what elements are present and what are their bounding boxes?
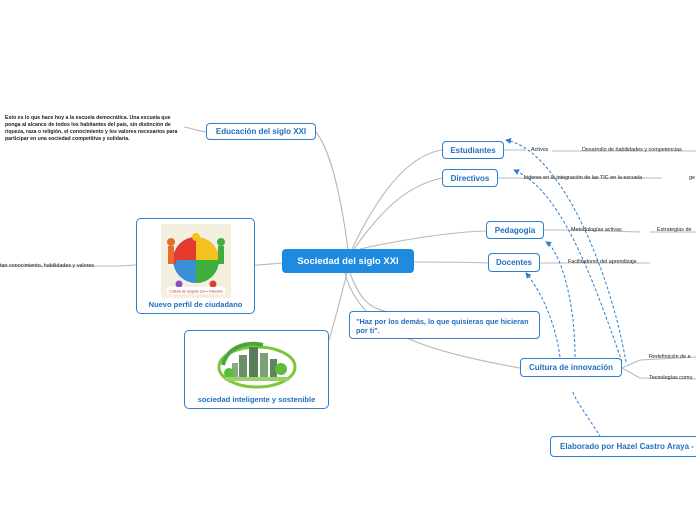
education-note: Esto es lo que hace hoy a la escuela dem… [5, 115, 178, 142]
label-facilitadores: Facilitadores del aprendizaje [568, 259, 637, 265]
label-desarrollo: Desarrollo de habilidades y competencias [582, 147, 682, 153]
central-topic[interactable]: Sociedad del siglo XXI [282, 249, 414, 273]
puzzle-people-image: Cultura de respeto con • inclusión [161, 224, 231, 298]
node-educacion[interactable]: Educación del siglo XXI [206, 123, 316, 140]
perfil-caption: Nuevo perfil de ciudadano [148, 300, 243, 309]
puzzle-caption: Cultura de respeto con • inclusión [169, 290, 223, 294]
sociedad-caption: sociedad inteligente y sostenible [197, 395, 316, 404]
label-activos: Activos [531, 147, 549, 153]
card-sociedad-inteligente[interactable]: sociedad inteligente y sostenible [184, 330, 329, 409]
label-metodologias: Metodologías activas [571, 227, 622, 233]
node-estudiantes[interactable]: Estudiantes [442, 141, 504, 159]
label-ge: ge [689, 175, 695, 181]
label-estrategias: Estrategias de [657, 227, 692, 233]
card-nuevo-perfil[interactable]: Cultura de respeto con • inclusión Nuevo… [136, 218, 255, 314]
node-pedagogia[interactable]: Pedagogía [486, 221, 544, 239]
node-autor[interactable]: Elaborado por Hazel Castro Araya - [550, 436, 696, 457]
label-lideres: Lideres en la integración de las TIC en … [524, 175, 642, 181]
quote-node[interactable]: "Haz por los demás, lo que quisieras que… [349, 311, 540, 339]
label-redefinicion: Redefinición de e [649, 354, 691, 360]
label-tecnologias: Tecnologías comu [649, 375, 693, 381]
label-conocimiento: tan conocimiento, habilidades y valores [0, 263, 95, 269]
node-cultura-innovacion[interactable]: Cultura de innovación [520, 358, 622, 377]
node-docentes[interactable]: Docentes [488, 253, 540, 272]
node-directivos[interactable]: Directivos [442, 169, 498, 187]
green-city-image [217, 341, 297, 389]
